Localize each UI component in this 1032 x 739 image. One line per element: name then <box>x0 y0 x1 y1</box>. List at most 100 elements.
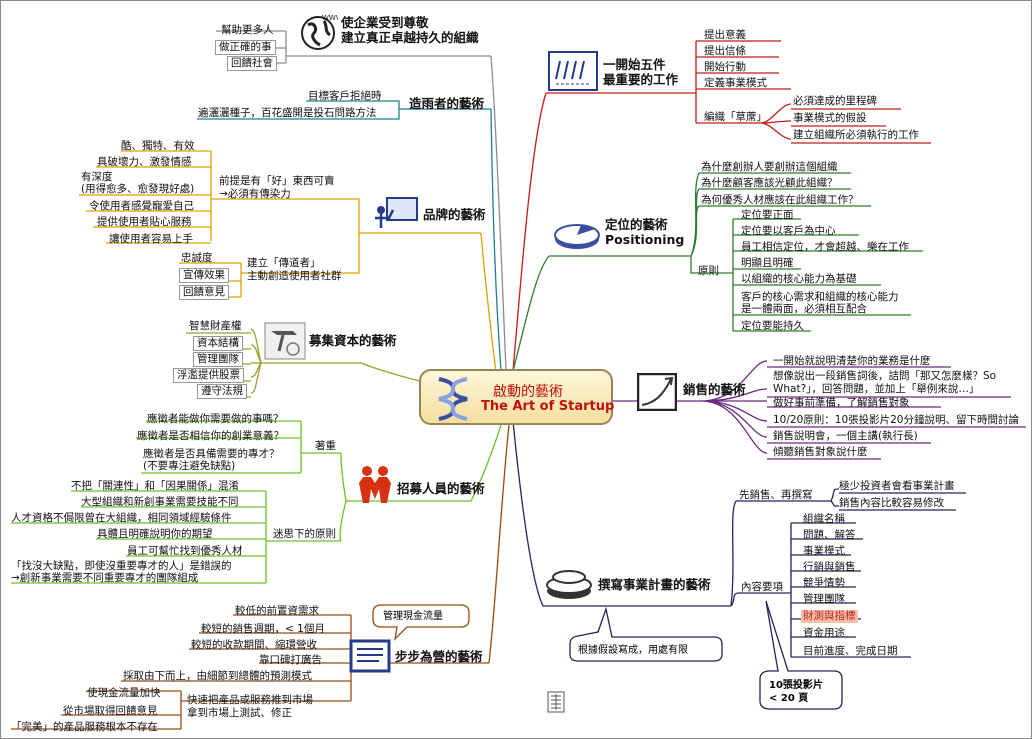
business-plan-sub2-8[interactable]: 資金用途 <box>803 627 845 639</box>
business-plan-sub1-1[interactable]: 極少投資者會看事業計畫 <box>839 480 955 492</box>
trunk-brand <box>480 232 497 374</box>
sales-item-6[interactable]: 傾聽銷售對象說什麼 <box>773 446 868 458</box>
bootstrap-sub-1[interactable]: 使現金流量加快 <box>87 687 161 699</box>
brand-group-evangelists[interactable]: 建立「傳道者」主動創造使用者社群 <box>247 257 342 282</box>
sales-item-2b[interactable]: What?」，回答問題，並加上「舉例來說…」 <box>773 383 980 395</box>
brand-sub1-6[interactable]: 讓使用者容易上手 <box>109 233 193 245</box>
rainmaker-item-2[interactable]: 遍灑灑種子，百花盛開是投石問路方法 <box>198 107 377 119</box>
center-node[interactable]: 啟動的藝術 The Art of Startup <box>419 369 615 425</box>
positioning-sub-5[interactable]: 以組織的核心能力為基礎 <box>741 273 857 285</box>
brand-sub2-1[interactable]: 忠誠度 <box>181 252 213 264</box>
recruit-group-focus[interactable]: 著重 <box>315 440 336 452</box>
bootstrap-sub-3[interactable]: 「完美」的產品服務根本不存在 <box>11 721 158 733</box>
brand-sub2-3[interactable]: 回饋意見 <box>179 285 229 300</box>
branch-recruit[interactable]: 招募人員的藝術 <box>397 481 485 496</box>
recruit-group-myths[interactable]: 迷思下的原則 <box>273 528 336 540</box>
branch-funding[interactable]: 募集資本的藝術 <box>309 333 397 348</box>
business-plan-sub2-7-highlighted[interactable]: 財測與指標 <box>801 610 858 623</box>
trunk-first-five <box>512 92 547 372</box>
brand-sub1-1[interactable]: 酷、獨特、有效 <box>121 140 195 152</box>
business-plan-sub2-4[interactable]: 行銷與銷售 <box>803 561 856 573</box>
respect-item-2[interactable]: 做正確的事 <box>215 40 276 55</box>
first-five-item-1[interactable]: 提出意義 <box>704 29 746 41</box>
first-five-item-3[interactable]: 開始行動 <box>704 61 746 73</box>
branch-rainmaker[interactable]: 造雨者的藝術 <box>409 96 485 111</box>
funding-item-3[interactable]: 管理團隊 <box>193 352 243 367</box>
bootstrap-item-4[interactable]: 靠口碑打廣告 <box>259 654 322 666</box>
brand-sub1-3b[interactable]: (用得愈多、愈發現好處) <box>81 183 195 195</box>
branch-brand[interactable]: 品牌的藝術 <box>423 207 486 222</box>
brand-sub1-2[interactable]: 具破壞力、激發情感 <box>97 156 192 168</box>
recruit-sub2-6b[interactable]: →創新事業需要不同重要專才的團隊組成 <box>11 572 199 584</box>
positioning-group-principles[interactable]: 原則 <box>698 265 719 277</box>
positioning-sub-4[interactable]: 明顯且明確 <box>741 257 794 269</box>
positioning-sub-6[interactable]: 客戶的核心需求和組織的核心能力 <box>741 291 899 303</box>
business-plan-sub2-2[interactable]: 問題、解答 <box>803 529 856 541</box>
bootstrap-item-3[interactable]: 較短的收款期間、縮環營收 <box>191 639 317 651</box>
brand-sub1-5[interactable]: 提供使用者貼心服務 <box>97 216 192 228</box>
positioning-sub-3[interactable]: 員工相信定位，才會超越、樂在工作 <box>741 241 909 253</box>
positioning-sub-8[interactable]: 定位要能持久 <box>741 320 804 332</box>
business-plan-sub1-2[interactable]: 銷售內容比較容易修改 <box>839 497 944 509</box>
recruit-sub2-6a[interactable]: 「找沒大缺點，即使沒重要專才的人」是錯誤的 <box>11 560 232 572</box>
business-plan-sub2-5[interactable]: 競爭情勢 <box>803 577 845 589</box>
recruit-sub2-3[interactable]: 人才資格不侷限曾在大組織，相同領域經驗條件 <box>11 512 232 524</box>
funding-item-4[interactable]: 浮濫提供股票 <box>173 368 244 383</box>
funding-item-2[interactable]: 資本結構 <box>193 336 243 351</box>
growth-chart-icon <box>637 373 677 411</box>
recruit-sub1-3b[interactable]: (不要專注避免缺點) <box>143 460 236 472</box>
rainmaker-item-1[interactable]: 目標客戶拒絕時 <box>308 90 382 102</box>
sales-item-5[interactable]: 銷售說明會，一個主講(執行長) <box>773 430 918 442</box>
first-five-item-5[interactable]: 編織「草蓆」 <box>704 111 767 123</box>
first-five-sub-1[interactable]: 必須達成的里程碑 <box>793 95 877 107</box>
brand-group-premise[interactable]: 前提是有「好」東西可賣→必須有傳染力 <box>219 175 335 200</box>
recruit-sub2-5[interactable]: 員工可幫忙找到優秀人材 <box>127 545 243 557</box>
bootstrap-group-launch[interactable]: 快速把產品或服務推到市場拿到市場上測試、修正 <box>187 694 313 719</box>
branch-business-plan[interactable]: 撰寫事業計畫的藝術 <box>598 577 711 592</box>
first-five-item-4[interactable]: 定義事業模式 <box>704 77 767 89</box>
recruit-sub2-4[interactable]: 具體且明確說明你的期望 <box>97 528 213 540</box>
sales-item-3[interactable]: 做好事前準備，了解銷售對象 <box>773 397 910 409</box>
dna-helix-icon <box>438 377 468 421</box>
respect-item-1[interactable]: 幫助更多人 <box>221 24 274 36</box>
first-five-item-2[interactable]: 提出信條 <box>704 45 746 57</box>
positioning-sub-7[interactable]: 是一體兩面，必須相互配合 <box>741 303 867 315</box>
business-plan-group-contents[interactable]: 內容要項 <box>741 581 783 593</box>
branch-respect[interactable]: 使企業受到尊敬建立真正卓越持久的組織 <box>341 15 479 45</box>
bootstrap-item-1[interactable]: 較低的前置資需求 <box>235 605 319 617</box>
brand-sub1-4[interactable]: 令使用者感覺寵愛自己 <box>89 200 194 212</box>
positioning-sub-1[interactable]: 定位要正面 <box>741 209 794 221</box>
business-plan-sub2-9[interactable]: 目前進度、完成日期 <box>803 645 898 657</box>
branch-sales[interactable]: 銷售的藝術 <box>683 382 746 397</box>
funding-item-1[interactable]: 智慧財產權 <box>189 320 242 332</box>
branch-first-five[interactable]: 一開始五件最重要的工作 <box>603 57 679 87</box>
business-plan-group-sell-first[interactable]: 先銷售、再撰寫 <box>739 489 813 501</box>
business-plan-sub2-3[interactable]: 事業模式 <box>803 545 845 557</box>
first-five-sub-2[interactable]: 事業模式的假設 <box>793 112 867 124</box>
brand-sub2-2[interactable]: 宣傳效果 <box>179 268 229 283</box>
brand-sub1-3a[interactable]: 有深度 <box>81 171 113 183</box>
bootstrap-item-5[interactable]: 採取由下而上，由細節到總體的預測模式 <box>123 670 312 682</box>
branch-bootstrap[interactable]: 步步為營的藝術 <box>395 649 483 664</box>
recruit-sub1-1[interactable]: 應徵者能做你需要做的事嗎？ <box>147 413 284 425</box>
bootstrap-item-2[interactable]: 較短的銷售週期，< 1個月 <box>201 623 325 635</box>
funding-item-5[interactable]: 遵守法規 <box>197 384 247 399</box>
recruit-sub1-2[interactable]: 應徵者是否相信你的創業意義？ <box>137 430 284 442</box>
recruit-sub2-2[interactable]: 大型組織和新創事業需要技能不同 <box>81 496 239 508</box>
sales-item-4[interactable]: 10/20原則：10張投影片20分鐘說明、留下時間討論 <box>773 414 1019 426</box>
bootstrap-sub-2[interactable]: 從市場取得回饋意見 <box>63 705 158 717</box>
sales-item-2a[interactable]: 想像說出一段銷售詞後，詰問「那又怎麼樣？So <box>773 370 997 382</box>
business-plan-sub2-6[interactable]: 管理團隊 <box>803 593 845 605</box>
recruit-sub1-3a[interactable]: 應徵者是否具備需要的專才？ <box>143 448 280 460</box>
recruit-sub2-1[interactable]: 不把「關連性」和「因果關係」混淆 <box>71 480 239 492</box>
positioning-item-1[interactable]: 為什麼創辦人要創辦這個組織 <box>701 161 838 173</box>
positioning-item-2[interactable]: 為什麼顧客應該光顧此組織？ <box>701 177 838 189</box>
respect-item-3[interactable]: 回饋社會 <box>227 56 277 71</box>
business-plan-sub2-1[interactable]: 組織名稱 <box>803 513 845 525</box>
sales-item-1[interactable]: 一開始就說明清楚你的業務是什麼 <box>773 355 931 367</box>
first-five-sub-3[interactable]: 建立組織所必須執行的工作 <box>793 129 919 141</box>
center-title-en: The Art of Startup <box>481 399 615 414</box>
positioning-item-3[interactable]: 為何優秀人材應該在此組織工作？ <box>701 194 859 206</box>
positioning-sub-2[interactable]: 定位要以客戶為中心 <box>741 225 836 237</box>
